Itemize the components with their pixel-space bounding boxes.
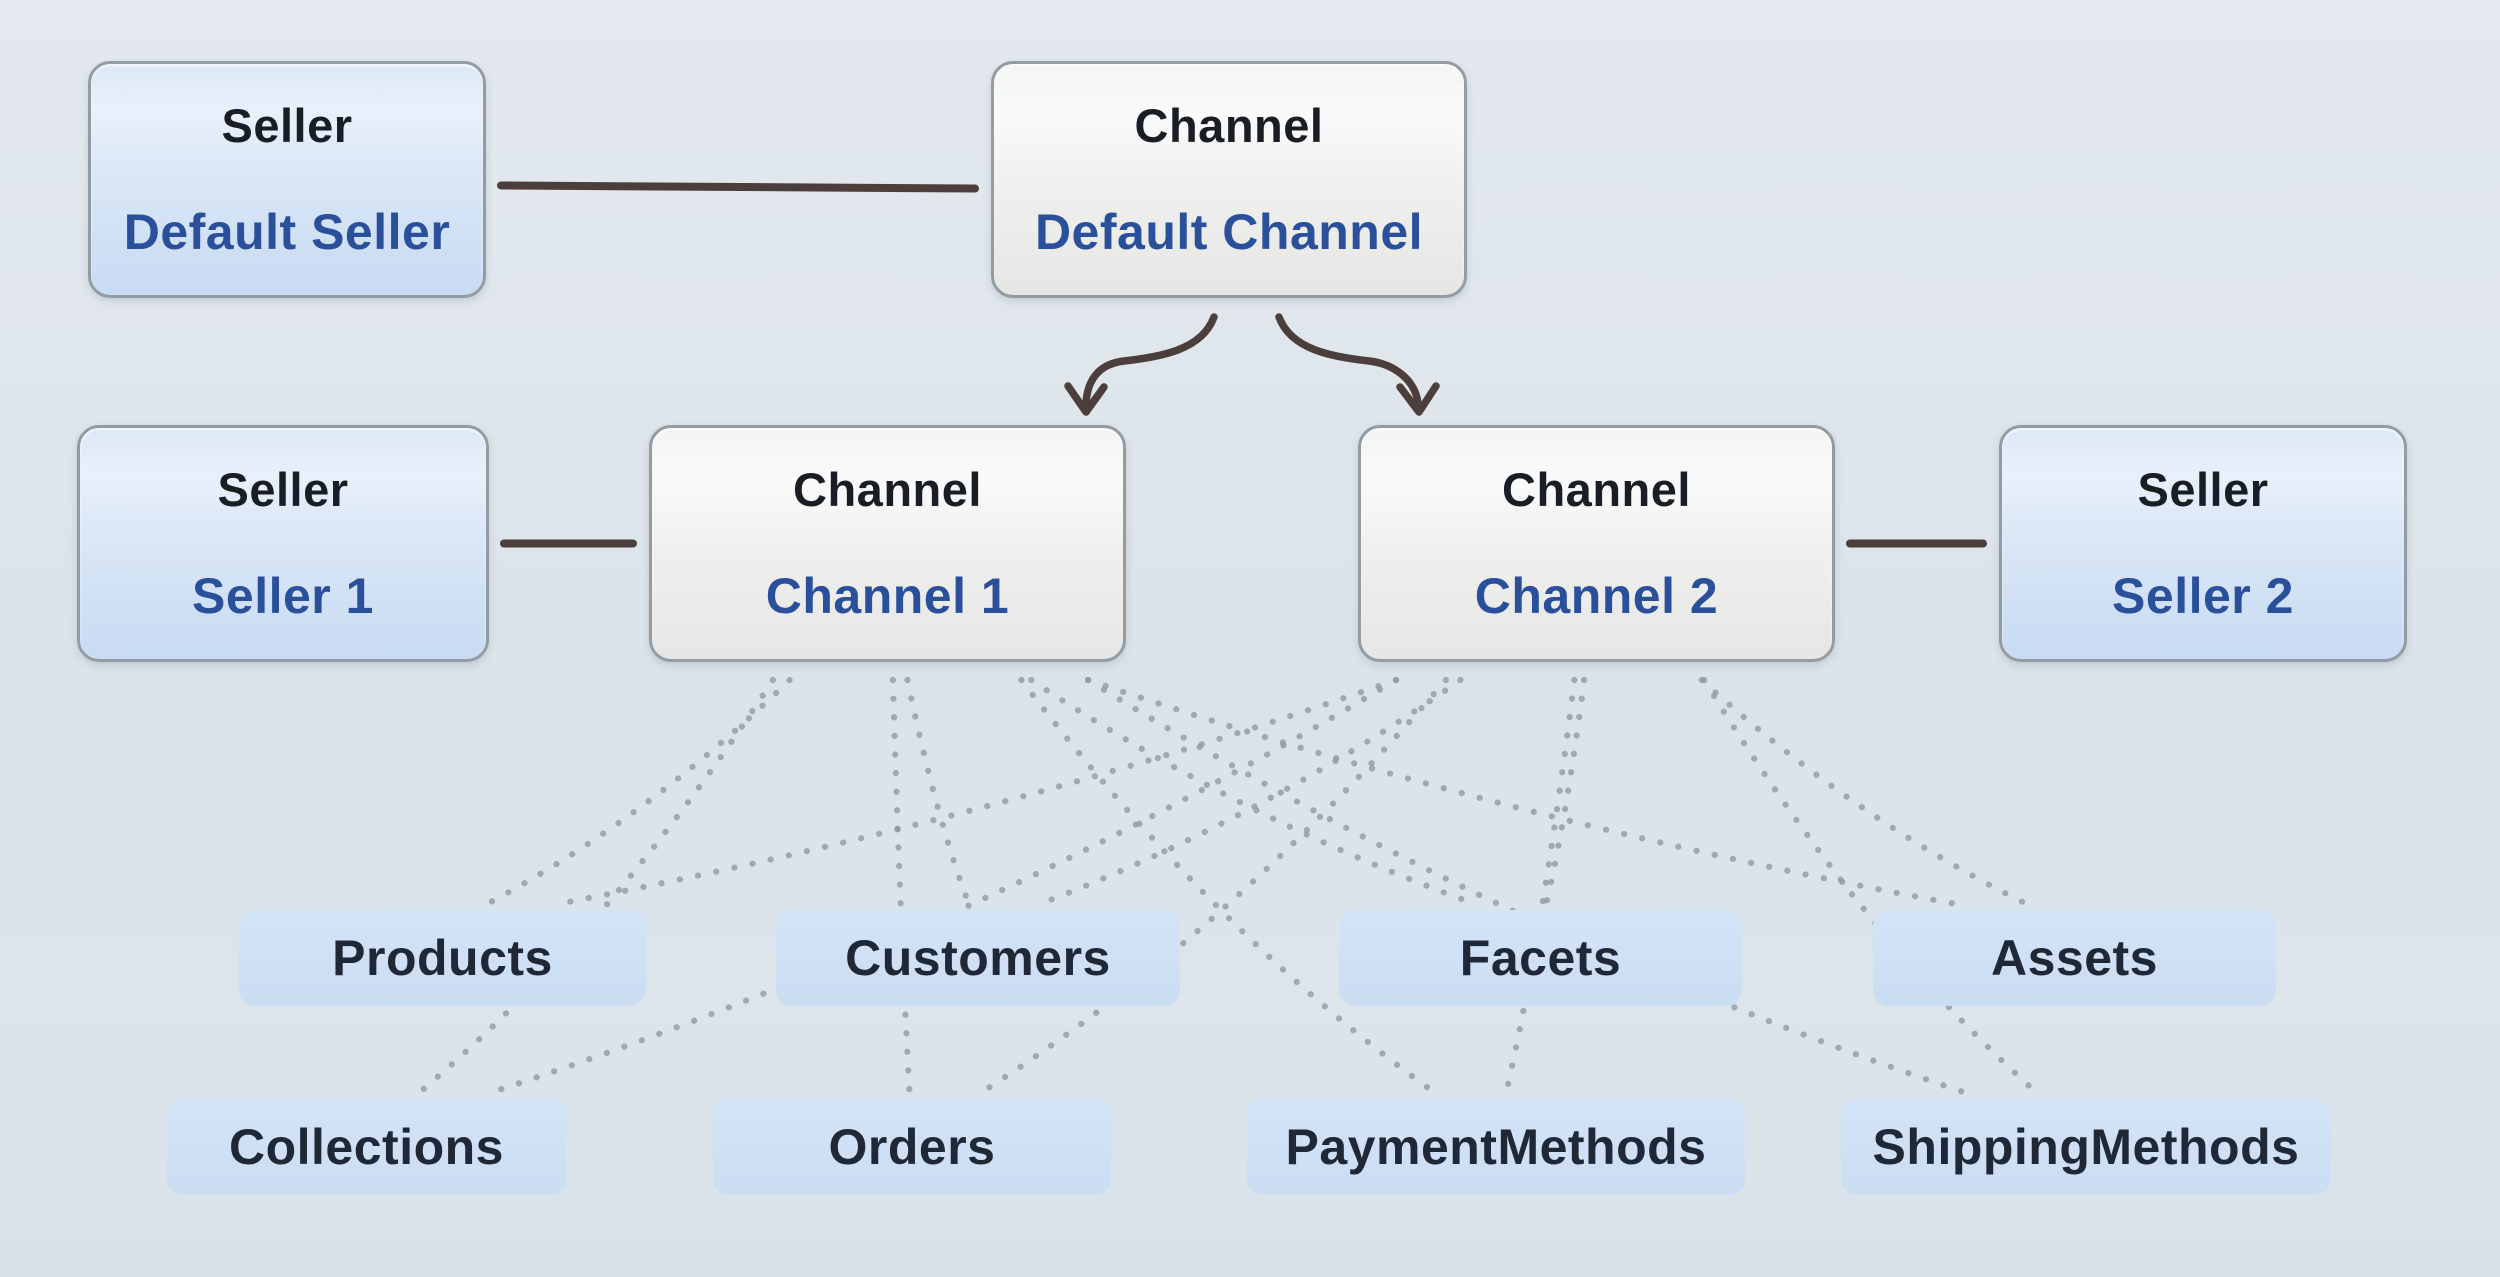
dotted-link-channel2-facets bbox=[1543, 676, 1588, 908]
entity-facets: Facets bbox=[1339, 910, 1742, 1006]
node-channel-1: Channel Channel 1 bbox=[649, 425, 1126, 662]
entity-customers: Customers bbox=[776, 910, 1180, 1006]
dotted-link-channel1-products bbox=[483, 676, 793, 908]
node-type-label: Channel bbox=[793, 463, 982, 516]
node-type-label: Channel bbox=[1502, 463, 1691, 516]
arrow-default_channel-channel2 bbox=[1275, 313, 1422, 408]
node-name-label: Channel 1 bbox=[765, 568, 1010, 624]
dotted-link-channel2-payment_methods bbox=[1502, 676, 1578, 1097]
node-name-label: Channel 2 bbox=[1474, 568, 1719, 624]
node-type-label: Seller bbox=[217, 463, 349, 516]
dotted-link-channel1-shipping_methods bbox=[1084, 676, 1970, 1097]
node-default-seller: Seller Default Seller bbox=[88, 61, 486, 298]
entity-collections: Collections bbox=[167, 1099, 566, 1195]
entity-label: Customers bbox=[845, 930, 1111, 986]
node-default-channel: Channel Default Channel bbox=[991, 61, 1467, 298]
node-type-label: Channel bbox=[1134, 99, 1324, 152]
dotted-link-channel2-shipping_methods bbox=[1701, 676, 2041, 1097]
node-channel-2: Channel Channel 2 bbox=[1358, 425, 1835, 662]
entity-assets: Assets bbox=[1873, 910, 2276, 1006]
entity-label: PaymentMethods bbox=[1285, 1119, 1707, 1175]
arrowhead-default_channel-channel1 bbox=[1064, 382, 1108, 416]
entity-payment-methods: PaymentMethods bbox=[1247, 1099, 1745, 1195]
dotted-link-channel1-assets bbox=[1084, 676, 1959, 908]
node-name-label: Seller 1 bbox=[192, 568, 374, 624]
dotted-link-channel2-collections bbox=[486, 676, 1400, 1097]
arrow-default_channel-channel1 bbox=[1082, 313, 1218, 408]
node-type-label: Seller bbox=[221, 99, 353, 152]
entity-label: Assets bbox=[1991, 930, 2158, 986]
node-seller-2: Seller Seller 2 bbox=[1999, 425, 2407, 662]
entity-label: ShippingMethods bbox=[1872, 1119, 2300, 1175]
node-seller-1: Seller Seller 1 bbox=[77, 425, 489, 662]
entity-shipping-methods: ShippingMethods bbox=[1841, 1099, 2331, 1195]
entity-label: Collections bbox=[229, 1119, 504, 1175]
dotted-link-channel2-products bbox=[554, 676, 1400, 908]
dotted-link-channel1-customers bbox=[904, 676, 973, 908]
dotted-link-channel2-customers bbox=[1036, 676, 1464, 908]
solid-link-default_seller-default_channel bbox=[497, 181, 979, 193]
entity-products: Products bbox=[239, 910, 646, 1006]
entity-label: Facets bbox=[1459, 930, 1622, 986]
node-name-label: Seller 2 bbox=[2112, 568, 2294, 624]
entity-label: Products bbox=[332, 930, 553, 986]
dotted-link-channel1-orders bbox=[889, 676, 913, 1097]
dotted-link-channel2-orders bbox=[977, 676, 1450, 1097]
entity-orders: Orders bbox=[713, 1099, 1111, 1195]
entity-label: Orders bbox=[828, 1119, 996, 1175]
dotted-link-channel1-facets bbox=[1028, 676, 1479, 908]
dotted-link-channel2-assets bbox=[1698, 676, 2030, 908]
node-name-label: Default Channel bbox=[1034, 204, 1424, 260]
node-name-label: Default Seller bbox=[123, 204, 451, 260]
arrowhead-default_channel-channel2 bbox=[1396, 382, 1440, 416]
node-type-label: Seller bbox=[2137, 463, 2269, 516]
